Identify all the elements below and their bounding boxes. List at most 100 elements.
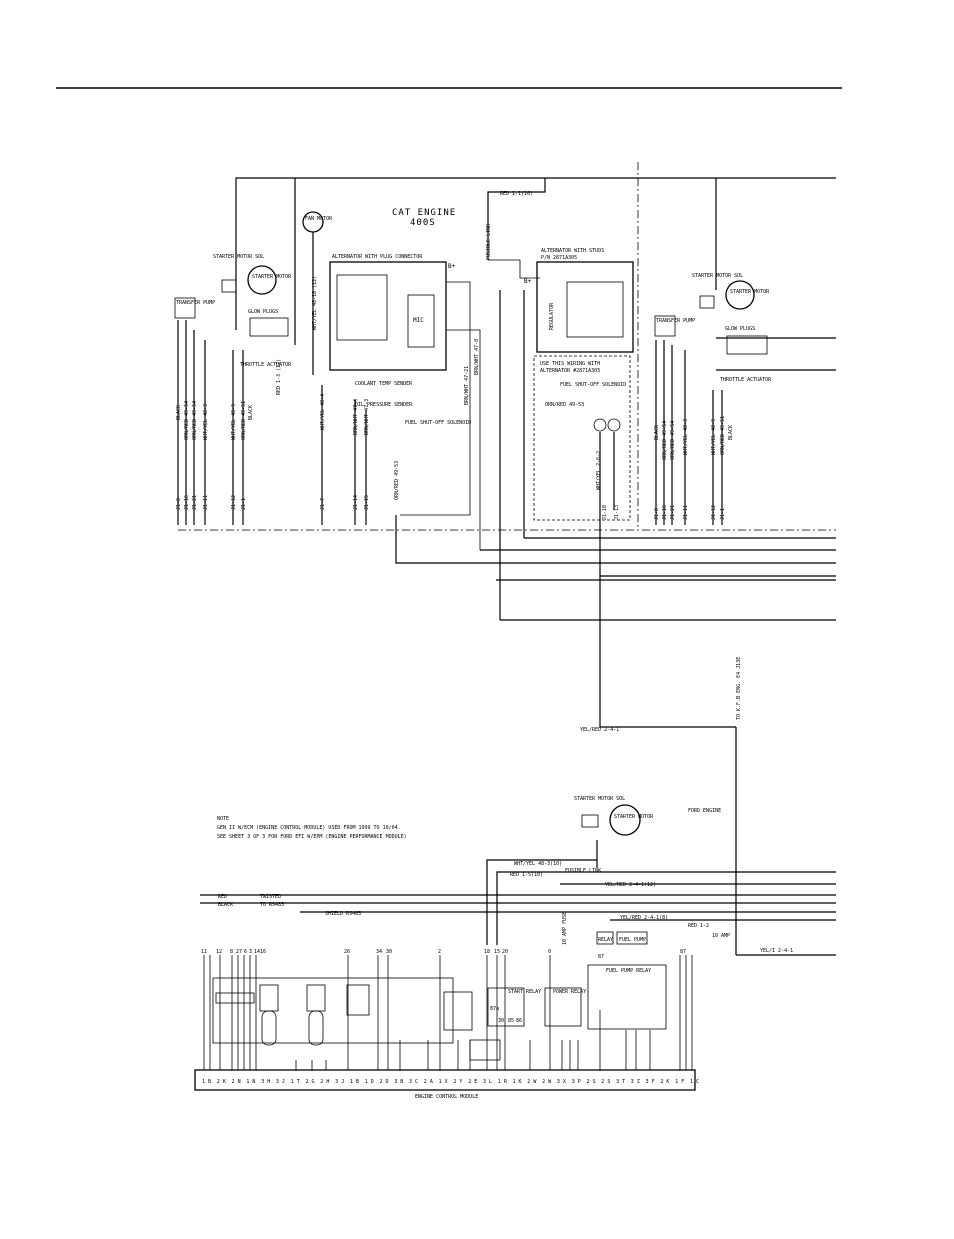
use-this-wiring-2: ALTERNATOR #2871A305 <box>540 368 600 374</box>
ecm-pin-12: 2 D <box>380 1079 389 1085</box>
ecm-pin-20: 1 R <box>498 1079 508 1085</box>
ecm-box <box>194 1069 696 1091</box>
ten-amp-fuse-label: 10 AMP FUSE <box>562 912 568 945</box>
alternator-plug-box <box>329 261 447 371</box>
wire-right-5: ORN/RED 49-51 <box>720 416 726 455</box>
conn-mid-1: J1-13 <box>614 505 620 520</box>
ecm-pin-19: 3 L <box>483 1079 492 1085</box>
wire-whtyel-2-6: WHT/YEL 2-6-2 <box>596 451 602 490</box>
starter-motor-icon-left <box>247 265 277 295</box>
wire-red-1-3: RED 1-3 (12) <box>276 359 282 395</box>
relay-term-85: 85 <box>508 1018 514 1024</box>
ecm-pin-25: 3 P <box>572 1079 581 1085</box>
conn-right-4: J1-12 <box>711 505 717 520</box>
ecm-pin-4: 3 H <box>261 1079 270 1085</box>
conn-right-5: J1-1 <box>720 508 726 520</box>
top-pin-0: 11 <box>201 949 207 955</box>
throttle-actuator-left: THROTTLE ACTUATOR <box>240 362 292 368</box>
ecm-pin-23: 2 W <box>542 1079 552 1085</box>
top-pin-9: 34 <box>376 949 382 955</box>
ignition-module <box>443 991 473 1031</box>
b-plus-left: B+ <box>448 263 456 270</box>
ford-fusible-link: FUSIBLE LINK <box>565 868 601 874</box>
ecm-pin-26: 2 S <box>587 1079 596 1085</box>
wire-whtyel-48-3: WHT/YEL 48-3(10) <box>514 861 562 867</box>
wire-right-3: WHT/YEL 48-3 <box>683 419 689 455</box>
alt-studs-pn: P/N 2871A305 <box>541 255 577 261</box>
note-line-1: GEN II W/ECM (ENGINE CONTROL MODULE) USE… <box>217 825 401 831</box>
ecm-pin-29: 3 Z <box>631 1079 640 1085</box>
fuel-pump-box <box>616 931 648 945</box>
fuel-pump-relay-box <box>587 964 667 1030</box>
ecm-pin-24: 3 X <box>557 1079 566 1085</box>
wire-yelred-2-4-1: YEL/RED 2-4-1 <box>580 727 619 733</box>
conn-left-0: J1-8 <box>176 498 182 510</box>
note-title: NOTE <box>217 816 229 822</box>
ecm-pin-18: 2 E <box>468 1079 477 1085</box>
fuel-pump-label: FUEL PUMP <box>619 937 646 943</box>
regulator-label: REGULATOR <box>549 302 555 330</box>
top-pin-2: 8 <box>230 949 233 955</box>
ecm-pin-1: 2 K <box>217 1079 226 1085</box>
wire-brnwht-47-21: BRN/WHT 47-21 <box>464 366 470 405</box>
ford-starter-sol: STARTER MOTOR SOL <box>574 796 625 802</box>
ten-amp-label: 10 AMP <box>712 933 730 939</box>
conn-right-1: J1-16 <box>662 505 668 520</box>
wire-left-5: ORN/RED 49-51 <box>241 401 247 440</box>
wire-yelred-2-4-1-12: YEL/RED 2-4-1(12) <box>605 882 656 888</box>
ecm-pin-15: 2 A <box>424 1079 433 1085</box>
conn-left-3: J1-11 <box>203 495 209 510</box>
oil-pressure-sender: OIL PRESSURE SENDER <box>355 402 413 408</box>
relay-term-87a: 87a <box>490 1006 499 1012</box>
conn-right-0: J1-8 <box>654 508 660 520</box>
ecm-pin-3: 1 N <box>246 1079 255 1085</box>
output-bus-wires <box>395 515 836 728</box>
top-pin-15: 0 <box>548 949 551 955</box>
ecm-pin-33: 1 C <box>690 1079 699 1085</box>
ecm-pin-2: 2 N <box>232 1079 241 1085</box>
wire-right-6: BLACK <box>728 425 734 440</box>
top-pin-14: 20 <box>502 949 508 955</box>
top-pin-16: 87 <box>680 949 686 955</box>
conn-right-3: J1-11 <box>683 505 689 520</box>
starter-motor-label-left: STARTER MOTOR <box>252 274 292 280</box>
top-pin-6: 14 <box>254 949 260 955</box>
wire-black-label: BLACK <box>218 902 233 908</box>
ecm-pin-27: 2 S <box>601 1079 610 1085</box>
relay-block <box>469 1039 501 1061</box>
fuel-pump-relay-label: FUEL PUMP RELAY <box>606 968 651 974</box>
wire-brnwht-47-8: BRN/WHT 47-8 <box>474 339 480 375</box>
wire-red-1-1: RED 1-1(10) <box>500 191 533 197</box>
fuel-shutoff-left: FUEL SHUT-OFF SOLENOID <box>405 420 471 426</box>
fan-motor-icon <box>302 211 324 233</box>
wire-left-4: WHT/YEL 48-9 <box>231 404 237 440</box>
ecm-pin-17: 2 Y <box>453 1079 462 1085</box>
wire-right-0: BLACK <box>654 425 660 440</box>
ecm-pin-8: 2 H <box>320 1079 329 1085</box>
wire-red-label: RED <box>218 894 227 900</box>
wire-right-1: ORN/RED 49-54 <box>662 421 668 460</box>
wire-orn-red-49-53: ORN/RED 49-53 <box>394 461 400 500</box>
top-pin-numbers: 11 12 8 27 6 3 14 16 26 34 30 2 18 15 20… <box>201 949 686 955</box>
ecm-label: ENGINE CONTROL MODULE <box>415 1094 478 1100</box>
top-pin-10: 30 <box>386 949 392 955</box>
glow-plug-relay: GLOW PLUGS <box>248 309 278 315</box>
ecm-pin-5: 3 J <box>276 1079 285 1085</box>
fan-motor-label: FAN MOTOR <box>305 216 333 222</box>
wire-yelred-2-4-1-8: YEL/RED 2-4-1(8) <box>620 915 668 921</box>
battery-bus-wire <box>235 177 836 330</box>
ford-starter-motor: STARTER MOTOR <box>614 814 654 820</box>
power-relay-box <box>544 987 582 1027</box>
use-this-wiring-box <box>533 355 631 521</box>
top-pin-11: 2 <box>438 949 441 955</box>
wire-left-0: BLACK <box>176 405 182 420</box>
relay-term-30: 30 <box>498 1018 504 1024</box>
top-pin-13: 15 <box>494 949 500 955</box>
wire-left-2: ORN/RED 49-54 <box>192 401 198 440</box>
top-pin-5: 3 <box>249 949 252 955</box>
conn-left-2: J1-21 <box>192 495 198 510</box>
coolant-temp-sender: COOLANT TEMP SENDER <box>355 381 413 387</box>
conn-left-8: J1-15 <box>364 495 370 510</box>
conn-left-5: J1-1 <box>241 498 247 510</box>
